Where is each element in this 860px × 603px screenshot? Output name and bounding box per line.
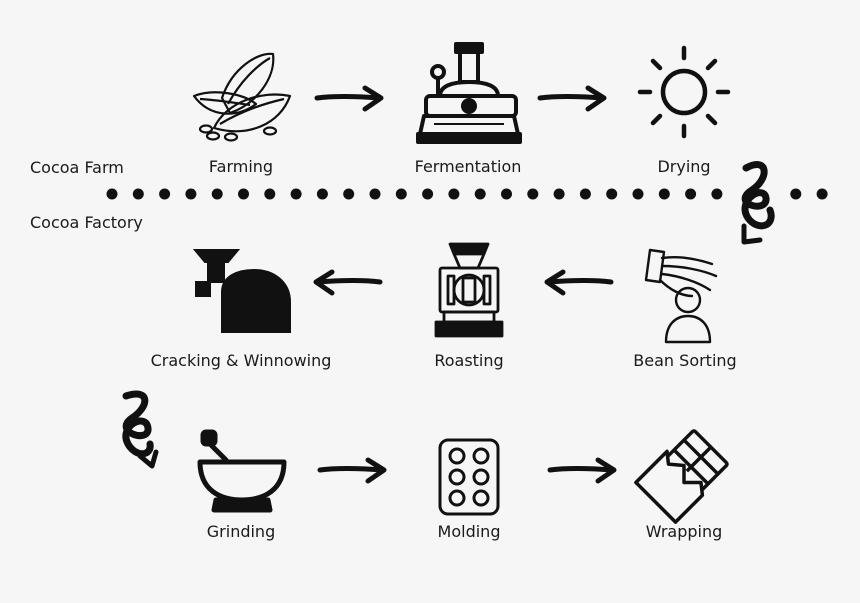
divider-dot [211, 188, 223, 200]
arrow-sorting-to-roasting [547, 272, 611, 293]
divider-dot [132, 188, 144, 200]
divider-dot [527, 188, 539, 200]
winnowing-machine-icon [192, 249, 291, 333]
divider-dot [369, 188, 381, 200]
arrow-fermentation-to-drying [540, 88, 604, 109]
divider-dot [264, 188, 276, 200]
wrapped-bar-icon [634, 429, 729, 524]
farm-factory-divider [106, 188, 828, 200]
step-label-farming: Farming [208, 157, 274, 176]
divider-dot [395, 188, 407, 200]
arrow-molding-to-wrapping [550, 460, 614, 481]
divider-dot [290, 188, 302, 200]
divider-dot [685, 188, 697, 200]
divider-dot [316, 188, 328, 200]
divider-dot [501, 188, 512, 200]
zone-label-cocoa-factory: Cocoa Factory [30, 213, 143, 232]
step-label-drying: Drying [657, 157, 711, 176]
sun-icon [637, 45, 731, 139]
arrow-roasting-to-cracking [316, 272, 380, 293]
divider-dot [106, 188, 118, 200]
curly-arrow-drying-to-sorting [741, 161, 775, 245]
step-label-molding: Molding [437, 522, 501, 541]
divider-dot [185, 188, 197, 200]
divider-dot [159, 188, 171, 200]
step-label-fermentation: Fermentation [414, 157, 522, 176]
roaster-machine-icon [434, 242, 504, 338]
arrow-farming-to-fermentation [317, 88, 381, 109]
step-label-roasting: Roasting [434, 351, 504, 370]
step-label-bean-sorting: Bean Sorting [633, 351, 737, 370]
divider-dot [790, 188, 802, 200]
divider-dot [448, 188, 460, 200]
divider-dot [422, 188, 434, 200]
chocolate-mold-icon [438, 438, 500, 516]
mortar-pestle-icon [197, 429, 287, 513]
curly-arrow-cracking-to-grinding [122, 390, 159, 469]
divider-dot [579, 188, 591, 200]
divider-dot [632, 188, 644, 200]
cocoa-pods-icon [192, 52, 292, 142]
arrow-grinding-to-molding [320, 460, 384, 481]
divider-dot [343, 188, 355, 200]
divider-dot [553, 188, 565, 200]
divider-dot [238, 188, 249, 200]
step-label-grinding: Grinding [206, 522, 276, 541]
divider-dot [606, 188, 618, 200]
divider-dot [658, 188, 670, 200]
zone-label-cocoa-farm: Cocoa Farm [30, 158, 124, 177]
divider-dot [711, 188, 723, 200]
divider-dot [816, 188, 828, 200]
fermentation-tank-icon [416, 42, 522, 144]
step-label-cracking-winnowing: Cracking & Winnowing [150, 351, 332, 370]
hand-sorting-icon [644, 248, 718, 344]
divider-dot [474, 188, 486, 200]
step-label-wrapping: Wrapping [645, 522, 723, 541]
